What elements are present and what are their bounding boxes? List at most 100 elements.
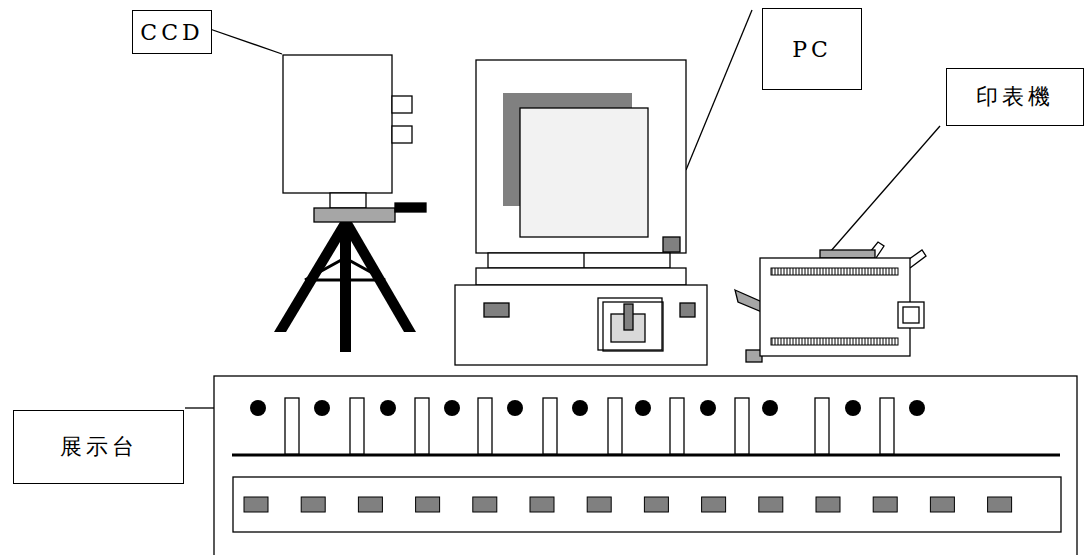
stand-dot [314, 400, 330, 416]
vent-stroke [874, 338, 875, 345]
vent-stroke [781, 338, 782, 345]
printer-vents [771, 268, 898, 345]
monitor-stand [488, 253, 670, 268]
stand-post [880, 398, 894, 454]
vent-stroke [799, 268, 800, 275]
vent-stroke [883, 338, 884, 345]
vent-stroke [790, 268, 791, 275]
leader-line [207, 28, 282, 54]
leader-line [686, 10, 752, 170]
tray-item [301, 497, 325, 512]
stand-post [478, 398, 492, 454]
vent-stroke [877, 268, 878, 275]
monitor-stand [583, 253, 584, 268]
vent-stroke [787, 338, 788, 345]
vent-stroke [844, 338, 845, 345]
tripod-brace [305, 258, 385, 280]
vent-strip [771, 268, 898, 275]
vent-stroke [814, 268, 815, 275]
vent-stroke [871, 338, 872, 345]
vent-stroke [796, 268, 797, 275]
vent-stroke [823, 338, 824, 345]
stand-dot [380, 400, 396, 416]
label-box: PC [762, 8, 862, 90]
tray-item [759, 497, 783, 512]
stand-post [415, 398, 429, 454]
vent-stroke [871, 268, 872, 275]
ccd-camera [283, 55, 426, 222]
vent-stroke [829, 338, 830, 345]
printer-panel [898, 302, 924, 328]
stand-tray [233, 477, 1061, 532]
vent-stroke [877, 338, 878, 345]
case-button [484, 303, 509, 317]
vent-stroke [850, 268, 851, 275]
vent-stroke [847, 338, 848, 345]
vent-stroke [784, 268, 785, 275]
vent-stroke [802, 268, 803, 275]
display-stand [214, 376, 1077, 555]
vent-stroke [865, 268, 866, 275]
stand-post [670, 398, 684, 454]
paper-feed [820, 250, 875, 258]
disk-drive [598, 298, 662, 350]
vent-stroke [880, 338, 881, 345]
stand-frame [214, 376, 1077, 555]
stand-dot [572, 400, 588, 416]
tray-item [930, 497, 954, 512]
tripod-head [314, 208, 395, 222]
vent-stroke [823, 268, 824, 275]
vent-stroke [856, 338, 857, 345]
vent-stroke [895, 338, 896, 345]
stand-post [543, 398, 557, 454]
vent-stroke [895, 268, 896, 275]
vent-stroke [835, 268, 836, 275]
vent-stroke [820, 268, 821, 275]
vent-stroke [775, 338, 776, 345]
stand-post [815, 398, 829, 454]
vent-stroke [805, 338, 806, 345]
vent-stroke [781, 268, 782, 275]
label-text: 印表機 [976, 82, 1054, 112]
tray-item [473, 497, 497, 512]
vent-stroke [817, 268, 818, 275]
computer-case [455, 285, 707, 365]
label-box: CCD [132, 10, 212, 54]
stand-dot [507, 400, 523, 416]
vent-stroke [799, 338, 800, 345]
vent-stroke [841, 338, 842, 345]
stand-dot [909, 400, 925, 416]
vent-stroke [775, 268, 776, 275]
vent-stroke [859, 338, 860, 345]
vent-stroke [832, 268, 833, 275]
tray-item [816, 497, 840, 512]
tray-item [416, 497, 440, 512]
stand-post [350, 398, 364, 454]
vent-stroke [874, 268, 875, 275]
vent-stroke [847, 268, 848, 275]
vent-stroke [793, 268, 794, 275]
stand-post [608, 398, 622, 454]
stand-dot [444, 400, 460, 416]
disk-drive [624, 304, 633, 330]
vent-stroke [772, 268, 773, 275]
power-button [663, 237, 680, 252]
vent-stroke [838, 338, 839, 345]
vent-stroke [811, 268, 812, 275]
vent-stroke [889, 338, 890, 345]
camera-port [392, 126, 412, 143]
vent-stroke [862, 338, 863, 345]
vent-stroke [778, 338, 779, 345]
paper-tray [735, 290, 762, 312]
tripod-handle [395, 203, 426, 212]
tripod-brace [305, 279, 385, 282]
vent-stroke [829, 268, 830, 275]
vent-stroke [811, 338, 812, 345]
vent-stroke [862, 268, 863, 275]
vent-stroke [793, 338, 794, 345]
vent-stroke [853, 268, 854, 275]
tray-item [702, 497, 726, 512]
case-button [680, 303, 695, 317]
tripod-leg [340, 222, 351, 352]
